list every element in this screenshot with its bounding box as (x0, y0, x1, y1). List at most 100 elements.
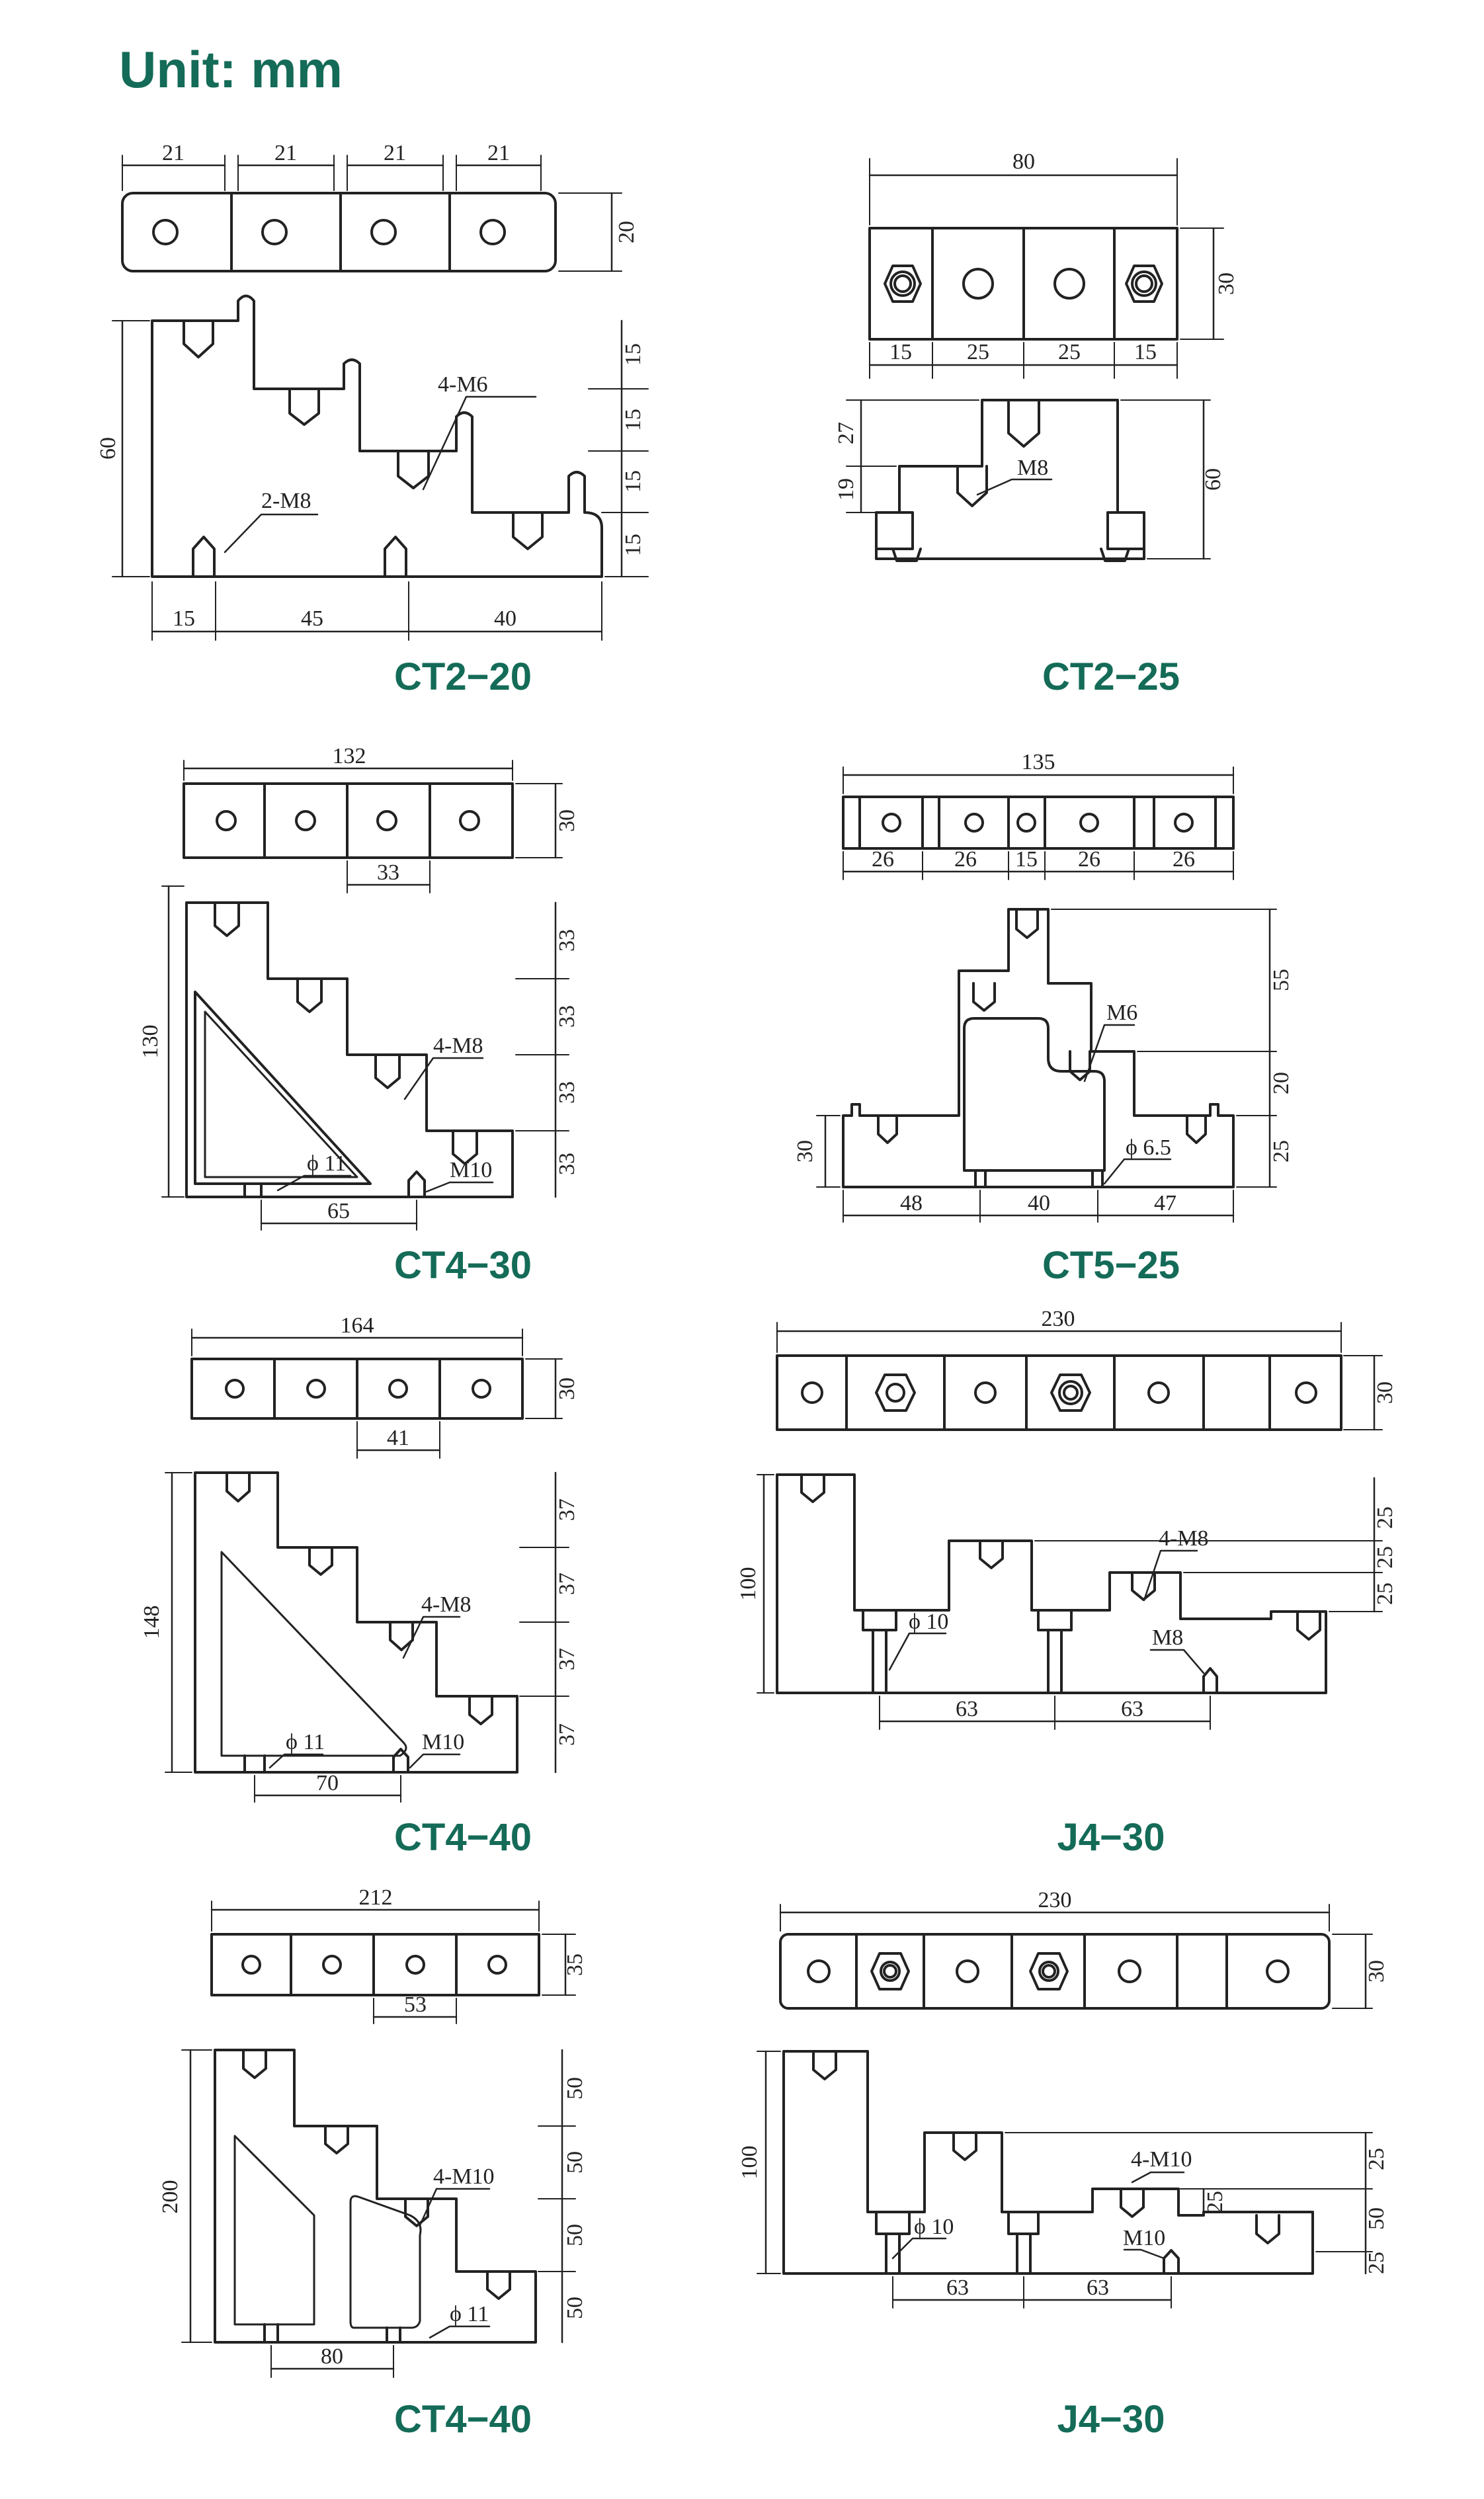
dim-26-a: 26 (872, 847, 894, 872)
dim-step-1: 25 (1373, 1506, 1397, 1529)
side-view: 4-M10 ϕ 11 200 50 50 50 50 80 (158, 2049, 587, 2378)
dim-25-b: 25 (1058, 340, 1081, 364)
dim-width: 230 (1038, 1888, 1072, 1912)
dim-21-d: 21 (487, 141, 510, 165)
caption-ct4-40-a: CT4−40 (394, 1816, 532, 1859)
dim-step-3: 33 (555, 1081, 579, 1104)
label-m8: M8 (1152, 1625, 1183, 1650)
top-view: 21 21 21 21 20 (121, 141, 639, 272)
dim-step-4: 50 (563, 2297, 587, 2319)
dim-step-1: 15 (621, 343, 645, 366)
ct2-20-diagram: 21 21 21 21 20 4-M6 2-M8 60 (96, 141, 649, 641)
dim-height: 35 (563, 1953, 587, 1976)
label-m10: M10 (422, 1730, 464, 1754)
dim-step-2: 50 (1364, 2207, 1389, 2230)
dim-step-4: 15 (621, 534, 645, 556)
dim-48: 48 (900, 1191, 923, 1215)
dim-side-height: 148 (140, 1606, 164, 1639)
side-view: M8 27 19 60 (834, 399, 1225, 562)
dim-63-a: 63 (956, 1697, 978, 1721)
dim-width: 135 (1022, 750, 1055, 774)
dim-bottom-15: 15 (173, 606, 195, 631)
side-view: 4-M8 ϕ 11 M10 130 33 33 33 33 65 (138, 885, 579, 1231)
side-view: 4-M8 ϕ 11 M10 148 37 37 37 37 70 (140, 1471, 579, 1803)
top-view: 164 30 41 (190, 1313, 579, 1459)
label-4-m8: 4-M8 (1159, 1526, 1209, 1551)
ct4-40-a-diagram: 164 30 41 4-M8 (140, 1313, 579, 1803)
label-4-m8: 4-M8 (433, 1034, 483, 1058)
dim-63-b: 63 (1087, 2275, 1109, 2300)
drawing-ct4-40-a: 164 30 41 4-M8 (99, 1293, 827, 1868)
dim-width: 164 (341, 1313, 374, 1338)
dim-63-a: 63 (946, 2275, 969, 2300)
dim-step-3: 15 (621, 470, 645, 493)
dim-width: 212 (359, 1885, 393, 1910)
drawing-j4-30-a: 230 30 (736, 1293, 1475, 1868)
dim-step-3: 25 (1373, 1582, 1397, 1605)
dim-step-2: 37 (555, 1573, 579, 1595)
dim-15-a: 15 (889, 340, 912, 364)
drawing-ct4-40-b: 212 35 53 4-M10 (99, 1871, 827, 2447)
side-view: M6 ϕ 6.5 30 55 20 25 48 40 47 (793, 908, 1294, 1223)
dim-side-height: 60 (1201, 468, 1225, 491)
dim-step-3: 25 (1364, 2252, 1389, 2274)
j4-30-a-diagram: 230 30 (736, 1307, 1397, 1730)
top-view: 132 30 33 (183, 744, 579, 893)
dim-side-height: 60 (96, 437, 120, 460)
caption-ct4-30: CT4−30 (394, 1244, 532, 1287)
top-view: 212 35 53 (210, 1885, 587, 2024)
drawing-ct4-30: 132 30 33 4 (99, 721, 827, 1296)
caption-j4-30-a: J4−30 (1057, 1816, 1165, 1859)
top-view: 230 30 (779, 1888, 1389, 2010)
dim-15: 15 (1015, 847, 1038, 872)
caption-ct4-40-b: CT4−40 (394, 2398, 532, 2441)
dim-bottom: 70 (316, 1771, 339, 1795)
dim-21-b: 21 (274, 141, 297, 165)
label-4-m8: 4-M8 (421, 1592, 472, 1617)
label-m8: M8 (1017, 456, 1048, 480)
dim-width: 132 (333, 744, 366, 768)
caption-j4-30-b: J4−30 (1057, 2398, 1165, 2441)
dim-63-b: 63 (1121, 1697, 1143, 1721)
dim-width: 230 (1042, 1307, 1075, 1331)
dim-47: 47 (1154, 1191, 1176, 1215)
dim-width: 80 (1012, 149, 1035, 174)
dim-side-height: 100 (737, 2146, 762, 2180)
label-4-m10: 4-M10 (1131, 2147, 1192, 2172)
ct4-40-b-diagram: 212 35 53 4-M10 (158, 1885, 587, 2378)
dim-bottom: 80 (321, 2344, 343, 2369)
dim-step-1: 33 (555, 929, 579, 952)
dim-step-4: 37 (555, 1723, 579, 1746)
caption-ct2-25: CT2−25 (1042, 655, 1180, 698)
dim-step-2: 15 (621, 409, 645, 431)
dim-height: 30 (555, 1377, 579, 1400)
drawing-ct2-25: 80 30 15 25 25 15 (747, 132, 1475, 708)
caption-ct5-25: CT5−25 (1042, 1244, 1180, 1287)
j4-30-b-diagram: 230 30 (737, 1888, 1389, 2309)
dim-pitch: 33 (377, 860, 399, 885)
dim-height: 30 (1373, 1381, 1397, 1404)
dim-left-30: 30 (793, 1140, 817, 1163)
label-phi-10: ϕ 10 (914, 2215, 954, 2239)
drawing-ct5-25: 135 26 26 15 26 26 (747, 721, 1475, 1296)
dim-15-b: 15 (1134, 340, 1157, 364)
label-phi-11: ϕ 11 (307, 1151, 346, 1176)
dim-bottom: 65 (327, 1199, 350, 1223)
dim-27: 27 (834, 422, 858, 444)
label-phi-11: ϕ 11 (286, 1730, 325, 1754)
label-phi-11: ϕ 11 (450, 2302, 489, 2326)
dim-26-c: 26 (1078, 847, 1100, 872)
ct2-25-diagram: 80 30 15 25 25 15 (834, 149, 1239, 562)
drawing-j4-30-b: 230 30 (737, 1871, 1475, 2447)
top-view: 230 30 (776, 1307, 1397, 1431)
label-m10: M10 (1123, 2226, 1165, 2250)
label-m10: M10 (450, 1158, 492, 1182)
top-view: 80 30 15 25 25 15 (868, 149, 1239, 379)
dim-26-d: 26 (1173, 847, 1195, 872)
dim-step-3: 37 (555, 1648, 579, 1670)
drawing-ct2-20: 21 21 21 21 20 4-M6 2-M8 60 (96, 132, 827, 708)
label-phi-6-5: ϕ 6.5 (1126, 1135, 1171, 1160)
dim-height: 30 (1364, 1960, 1389, 1983)
side-view: 4-M10 ϕ 10 M10 100 25 50 25 25 63 63 (737, 2050, 1389, 2309)
label-4-m6: 4-M6 (438, 372, 488, 397)
